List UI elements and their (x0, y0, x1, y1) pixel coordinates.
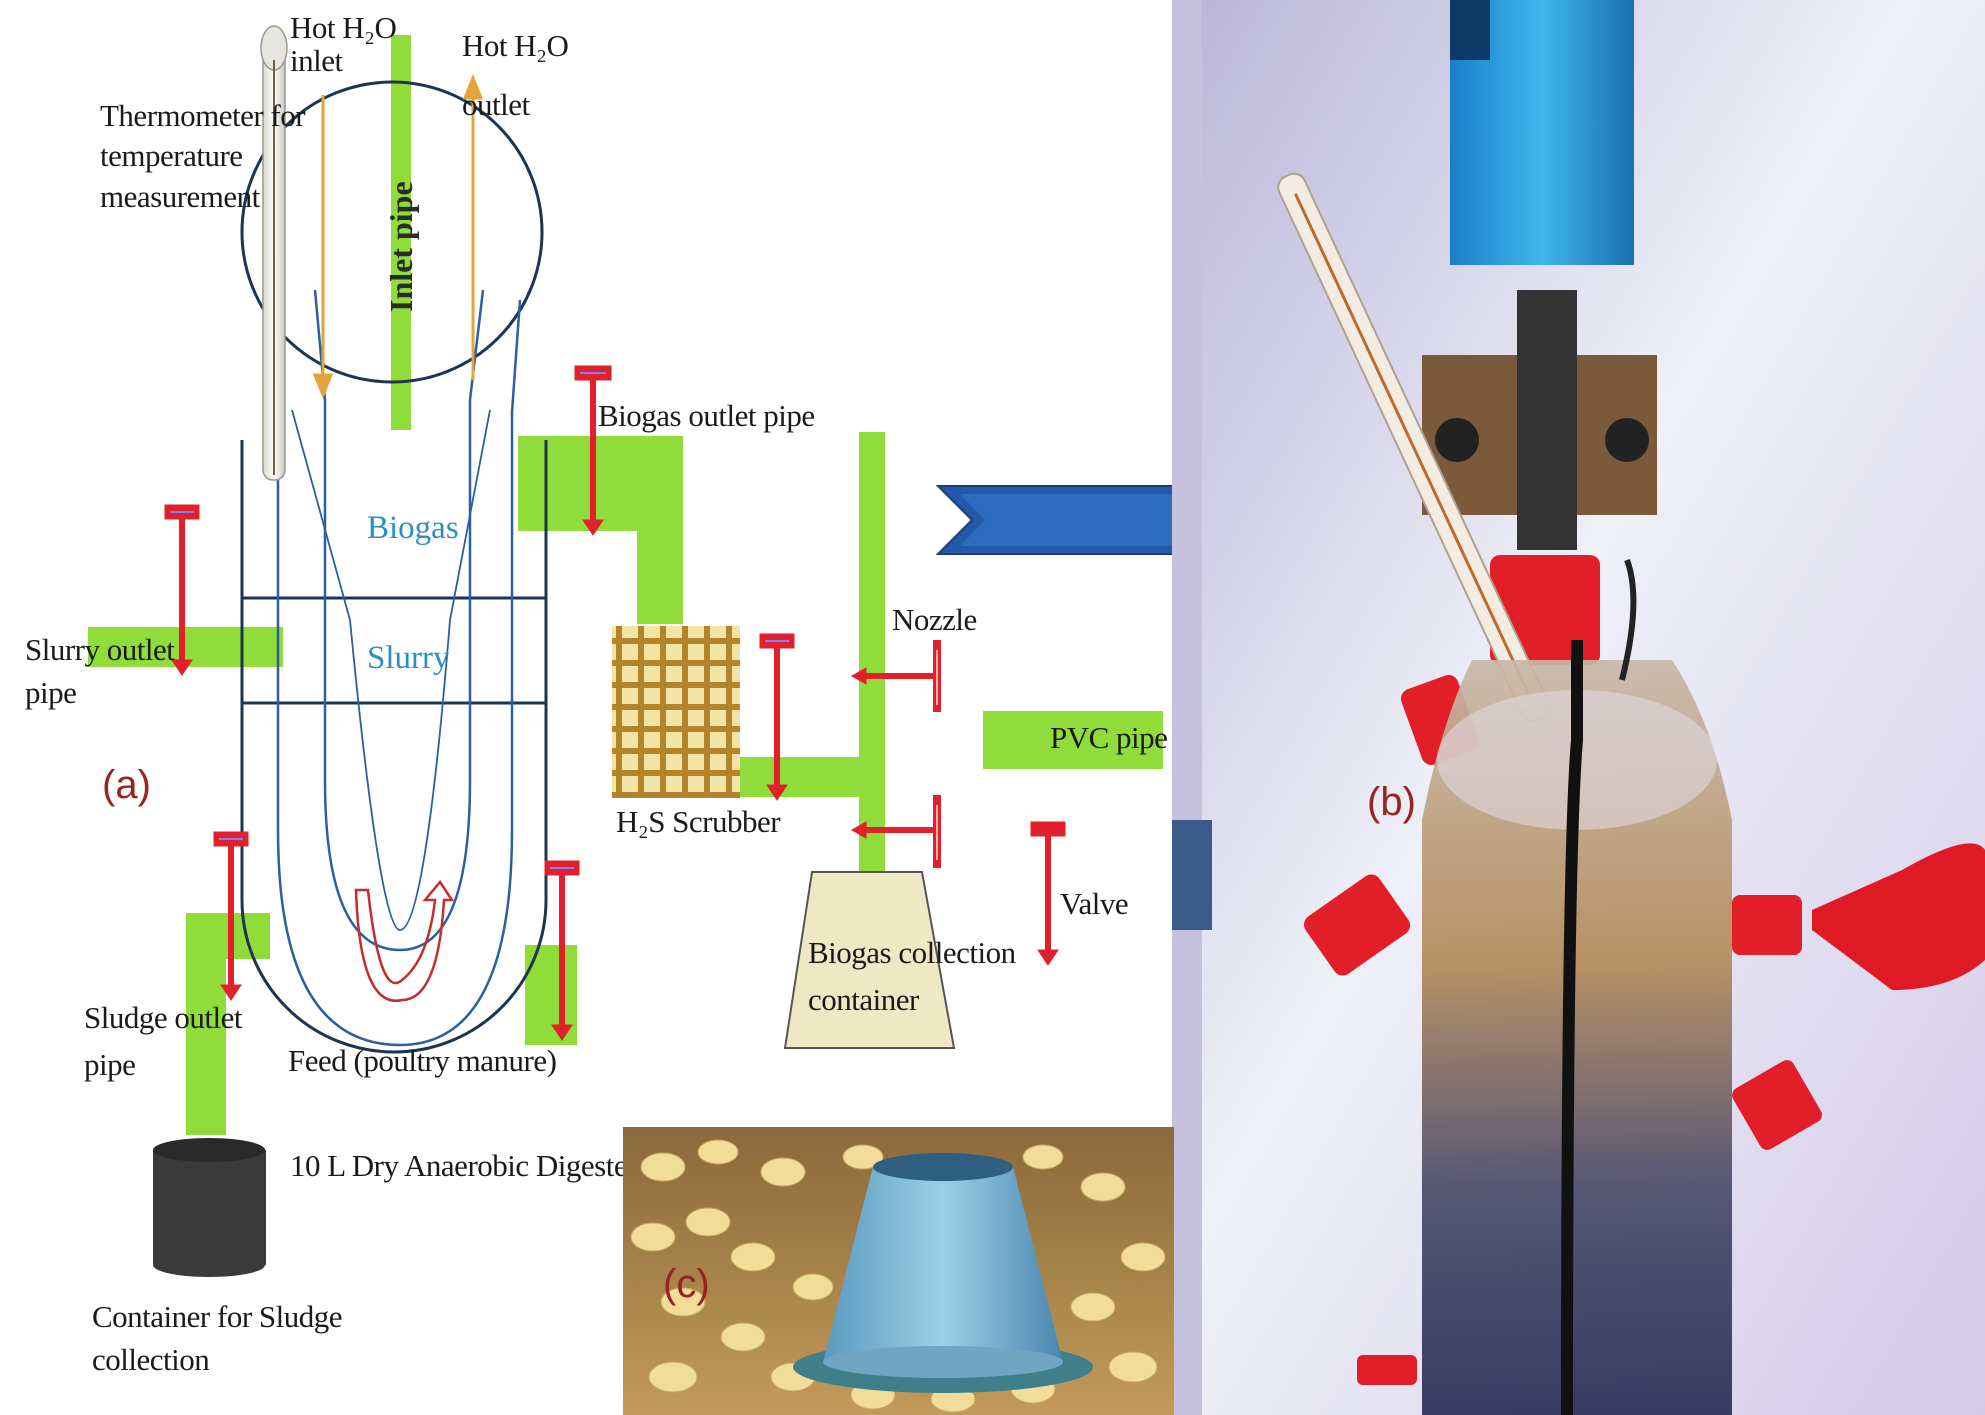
biogas-collection-container (783, 871, 956, 1049)
sludge-outlet-line1: Sludge outlet (84, 1000, 242, 1035)
slurry-outlet-label: Slurry outlet pipe (25, 628, 175, 715)
feed-label: Feed (poultry manure) (288, 1043, 557, 1078)
hot-water-outlet-label: Hot H₂O outlet (462, 28, 569, 122)
inner-flow-lines (268, 289, 522, 1047)
valve-icon (1030, 821, 1066, 966)
valve-icon (574, 365, 612, 536)
hot-water-inlet-line2: inlet (290, 42, 343, 78)
slurry-outlet-line1: Slurry outlet (25, 632, 175, 667)
valve-icon (544, 860, 580, 1041)
circulation-arrow (354, 879, 455, 1003)
flow-arrow-highlight (960, 494, 1172, 546)
hot-water-inlet-label: Hot H₂O inlet (290, 10, 397, 78)
hot-water-arrows (312, 73, 484, 400)
inlet-pipe (391, 35, 411, 430)
valve-icon (850, 640, 941, 712)
pvc-pipe-label: PVC pipe (1050, 720, 1168, 755)
thermometer-line1: Thermometer for (100, 98, 306, 133)
h2s-scrubber-box (612, 626, 740, 798)
sludge-container-label: Container for Sludge collection (92, 1295, 343, 1382)
nozzle-label: Nozzle (892, 602, 977, 637)
valve-icon (164, 504, 200, 676)
panel-c-tag: (c) (663, 1262, 710, 1306)
collector-riser-pipe (859, 432, 885, 872)
valve-label: Valve (1060, 886, 1129, 921)
panel-b-tag: (b) (1367, 780, 1416, 824)
panel-a-tag: (a) (102, 763, 151, 807)
sludge-outlet-pipe-vertical (186, 913, 226, 1135)
thermometer-icon (260, 25, 288, 481)
digester-vessel (240, 80, 548, 1054)
biogas-outlet-pipe-vertical (637, 436, 683, 624)
slurry-zone-label: Slurry (367, 640, 450, 676)
h2s-scrubber-label: H₂S Scrubber (616, 804, 781, 839)
sludge-outlet-label: Sludge outlet pipe (84, 995, 242, 1088)
thermometer-line2: temperature (100, 138, 243, 174)
hot-water-outlet-line1: Hot H₂O (462, 28, 569, 63)
biogas-collection-line1: Biogas collection (808, 935, 1016, 970)
sludge-container-icon (153, 1138, 266, 1277)
photo-c-illustration (623, 1127, 1174, 1415)
pvc-pipe (983, 711, 1163, 769)
photo-b-illustration (1172, 0, 1985, 1415)
photo-lab-digester: (b) (1172, 0, 1985, 1415)
hot-water-outlet-line2: outlet (462, 86, 530, 122)
photo-poultry-feeder: (c) (623, 1127, 1174, 1415)
slurry-outlet-line2: pipe (25, 675, 77, 711)
digester-schematic (88, 25, 1172, 1277)
valves (164, 365, 1066, 1041)
digester-label: 10 L Dry Anaerobic Digester (290, 1148, 637, 1183)
biogas-outlet-pipe-label: Biogas outlet pipe (598, 398, 815, 433)
biogas-collection-line2: container (808, 981, 919, 1017)
scrubber-to-collector-pipe (740, 757, 874, 797)
sludge-outlet-line2: pipe (84, 1046, 136, 1082)
valve-icon (213, 831, 249, 1001)
sludge-container-line1: Container for Sludge (92, 1299, 343, 1334)
valve-icon (759, 633, 795, 801)
biogas-zone-label: Biogas (367, 510, 459, 546)
thermometer-label: Thermometer for temperature measurement (100, 96, 306, 217)
biogas-collection-label: Biogas collection container (808, 930, 1016, 1023)
inlet-pipe-label: Inlet pipe (383, 181, 419, 312)
hot-water-inlet-line1: Hot H₂O (290, 10, 397, 45)
sludge-container-line2: collection (92, 1342, 210, 1378)
valve-icon (850, 795, 941, 868)
thermometer-line3: measurement (100, 178, 260, 214)
